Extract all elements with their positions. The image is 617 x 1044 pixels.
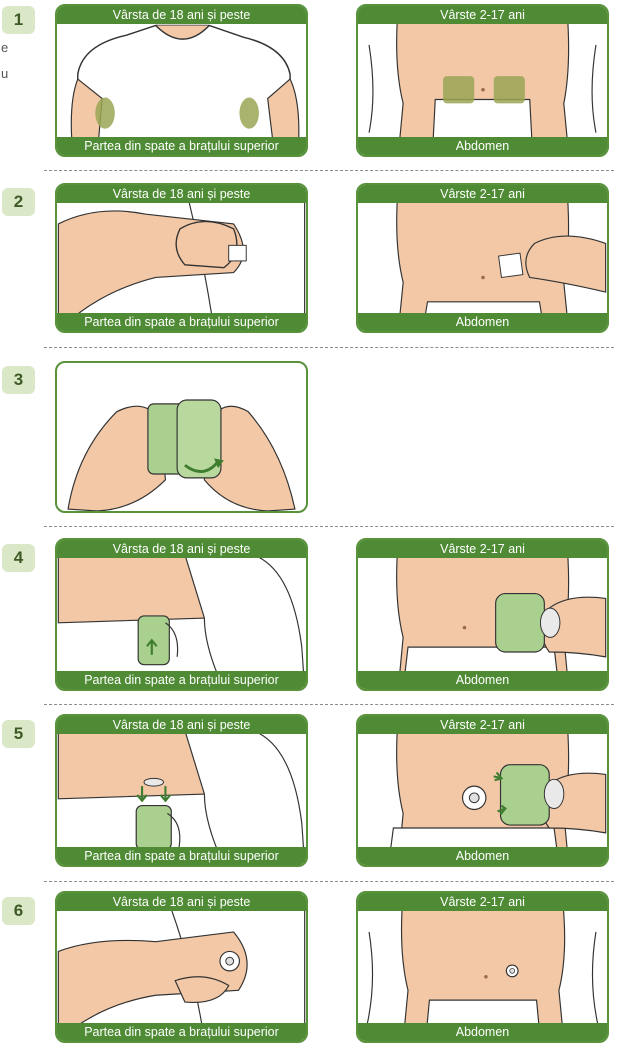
panel-header-adult: Vârsta de 18 ani și peste [57, 716, 306, 734]
panel-step3-open-device [55, 361, 308, 513]
illustration-sensor-abdomen [358, 893, 607, 1041]
divider-1 [44, 170, 614, 171]
panel-header-adult: Vârsta de 18 ani și peste [57, 893, 306, 911]
panel-footer-abdomen: Abdomen [358, 671, 607, 689]
illustration-arm-sites [57, 6, 306, 155]
panel-header-adult: Vârsta de 18 ani și peste [57, 6, 306, 24]
illustration-sensor-arm [57, 893, 306, 1041]
panel-step1-child: Vârste 2-17 ani Abdomen [356, 4, 609, 157]
step-badge-2: 2 [2, 188, 35, 216]
panel-header-child: Vârste 2-17 ani [358, 6, 607, 24]
panel-footer-arm-site: Partea din spate a brațului superior [57, 137, 306, 155]
illustration-open-device [57, 363, 306, 511]
panel-step5-adult: Vârsta de 18 ani și peste Partea din spa… [55, 714, 308, 867]
panel-header-child: Vârste 2-17 ani [358, 185, 607, 203]
step-badge-6: 6 [2, 897, 35, 925]
panel-step2-child: Vârste 2-17 ani Abdomen [356, 183, 609, 333]
step-badge-4: 4 [2, 544, 35, 572]
panel-step4-adult: Vârsta de 18 ani și peste Partea din spa… [55, 538, 308, 691]
divider-2 [44, 347, 614, 348]
panel-footer-abdomen: Abdomen [358, 137, 607, 155]
panel-header-child: Vârste 2-17 ani [358, 893, 607, 911]
illustration-apply-abdomen [358, 540, 607, 689]
panel-header-adult: Vârsta de 18 ani și peste [57, 540, 306, 558]
panel-step5-child: Vârste 2-17 ani Abdomen [356, 714, 609, 867]
panel-footer-abdomen: Abdomen [358, 313, 607, 331]
step-badge-3: 3 [2, 366, 35, 394]
divider-4 [44, 704, 614, 705]
edge-text-1: e [1, 40, 8, 55]
panel-step4-child: Vârste 2-17 ani Abdomen [356, 538, 609, 691]
illustration-press-arm [57, 716, 306, 865]
panel-footer-arm-site: Partea din spate a brațului superior [57, 847, 306, 865]
panel-header-child: Vârste 2-17 ani [358, 716, 607, 734]
illustration-press-abdomen [358, 716, 607, 865]
panel-footer-arm-site: Partea din spate a brațului superior [57, 671, 306, 689]
edge-text-2: u [1, 66, 8, 81]
panel-header-adult: Vârsta de 18 ani și peste [57, 185, 306, 203]
panel-step6-child: Vârste 2-17 ani Abdomen [356, 891, 609, 1043]
illustration-abdomen-sites [358, 6, 607, 155]
illustration-clean-abdomen [358, 185, 607, 331]
panel-step6-adult: Vârsta de 18 ani și peste Partea din spa… [55, 891, 308, 1043]
divider-5 [44, 881, 614, 882]
panel-header-child: Vârste 2-17 ani [358, 540, 607, 558]
illustration-apply-arm [57, 540, 306, 689]
panel-footer-arm-site: Partea din spate a brațului superior [57, 1023, 306, 1041]
panel-step2-adult: Vârsta de 18 ani și peste Partea din spa… [55, 183, 308, 333]
step-badge-5: 5 [2, 720, 35, 748]
panel-footer-abdomen: Abdomen [358, 1023, 607, 1041]
divider-3 [44, 526, 614, 527]
panel-footer-abdomen: Abdomen [358, 847, 607, 865]
panel-footer-arm-site: Partea din spate a brațului superior [57, 313, 306, 331]
step-badge-1: 1 [2, 6, 35, 34]
illustration-clean-arm [57, 185, 306, 331]
panel-step1-adult: Vârsta de 18 ani și peste Partea din spa… [55, 4, 308, 157]
